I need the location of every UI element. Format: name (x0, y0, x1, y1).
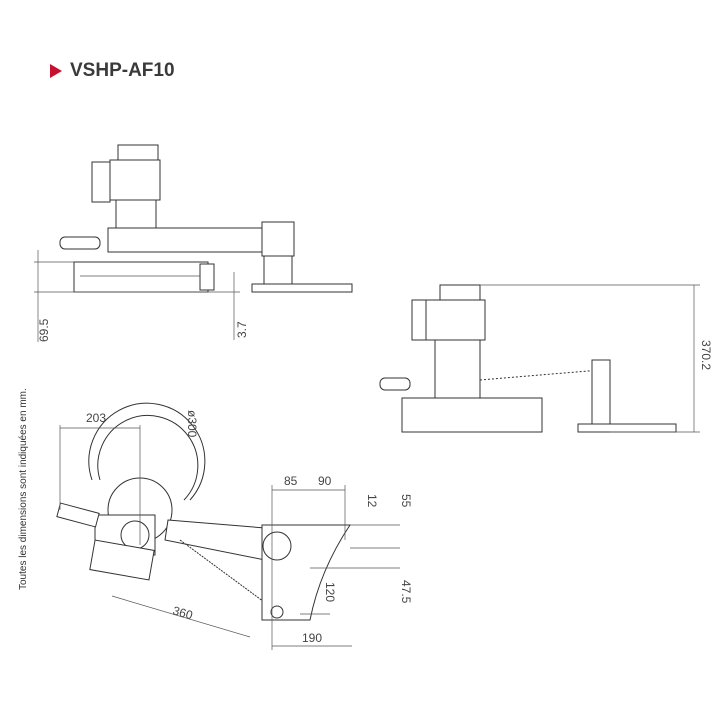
dim-vert-120: 120 (323, 582, 337, 602)
dim-side-height: 370.2 (699, 340, 713, 370)
title-text: VSHP-AF10 (70, 60, 175, 81)
dim-vert-55: 55 (399, 494, 413, 508)
front-view (34, 144, 353, 342)
dim-top-offset: 203 (86, 411, 106, 425)
dim-bracket-a: 85 (284, 474, 298, 488)
dim-front-height: 69.5 (37, 318, 51, 342)
title-marker-icon (50, 64, 62, 78)
dim-arm-length: 360 (171, 603, 194, 622)
dim-vert-12: 12 (365, 494, 379, 508)
dim-base-width: 190 (302, 631, 322, 645)
dim-vert-47-5: 47.5 (399, 580, 413, 604)
dim-blade-diameter: ø300 (185, 410, 199, 438)
dim-front-gap: 3.7 (235, 321, 249, 338)
product-title: VSHP-AF10 (50, 60, 175, 82)
dim-bracket-b: 90 (318, 474, 332, 488)
side-view (379, 284, 700, 433)
top-view (56, 402, 400, 650)
